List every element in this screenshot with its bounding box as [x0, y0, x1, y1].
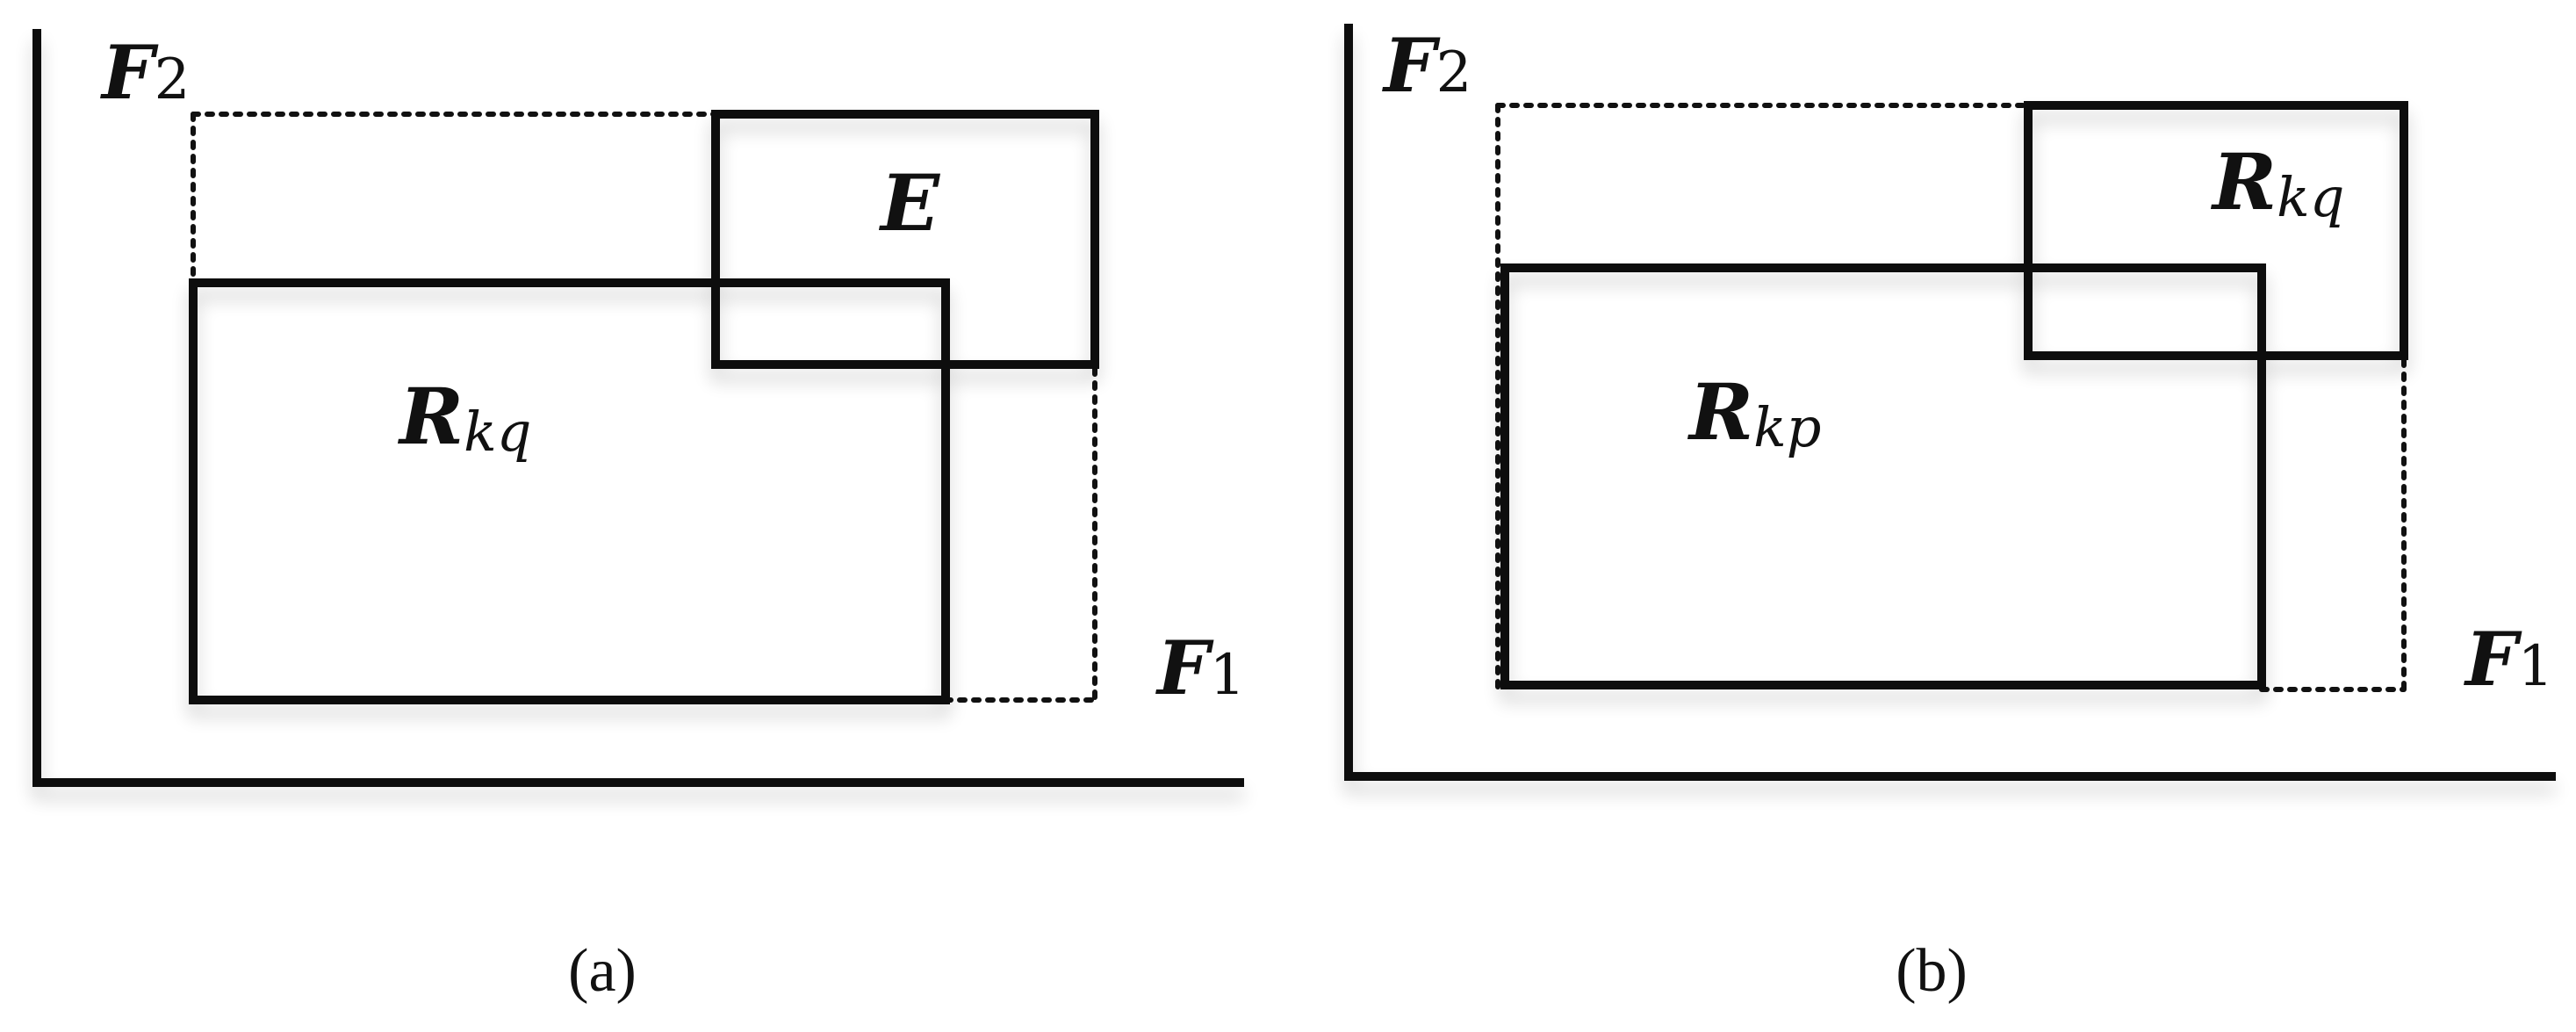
panel-b-caption: (b): [1896, 937, 1968, 1005]
panel-a-x-axis-label: F1: [1155, 624, 1245, 711]
panel-a-region-rkq-label: Rkq: [397, 371, 531, 464]
panel-b-region-rkq-box: [2024, 101, 2408, 360]
panel-b-y-axis-label: F2: [1382, 22, 1471, 109]
panel-a-boxes: [189, 110, 1099, 704]
panel-b-region-rkq-label: Rkq: [2210, 136, 2344, 229]
panel-b-dotted-bounds: [1495, 103, 2407, 692]
panel-b: F2 F1 Rkp Rkq (b): [1344, 22, 2556, 1005]
panel-b-region-rkp-label: Rkp: [1687, 366, 1821, 459]
panel-a-dotted-bounds: [191, 112, 1097, 703]
panel-a-region-rkq-box: [189, 278, 950, 704]
panel-b-axes: [1344, 24, 2556, 781]
panel-a-axes: [32, 29, 1244, 787]
panel-a-region-e-box: [711, 110, 1099, 369]
panel-b-x-axis-label: F1: [2464, 616, 2553, 703]
panel-a: F2 F1 Rkq E (a): [32, 29, 1245, 1005]
panel-b-region-rkp-box: [1500, 263, 2266, 689]
panel-a-caption: (a): [568, 937, 637, 1005]
panel-a-y-axis-label: F2: [100, 29, 190, 116]
panel-a-region-e-label: E: [878, 157, 941, 249]
panel-b-boxes: [1500, 101, 2408, 689]
